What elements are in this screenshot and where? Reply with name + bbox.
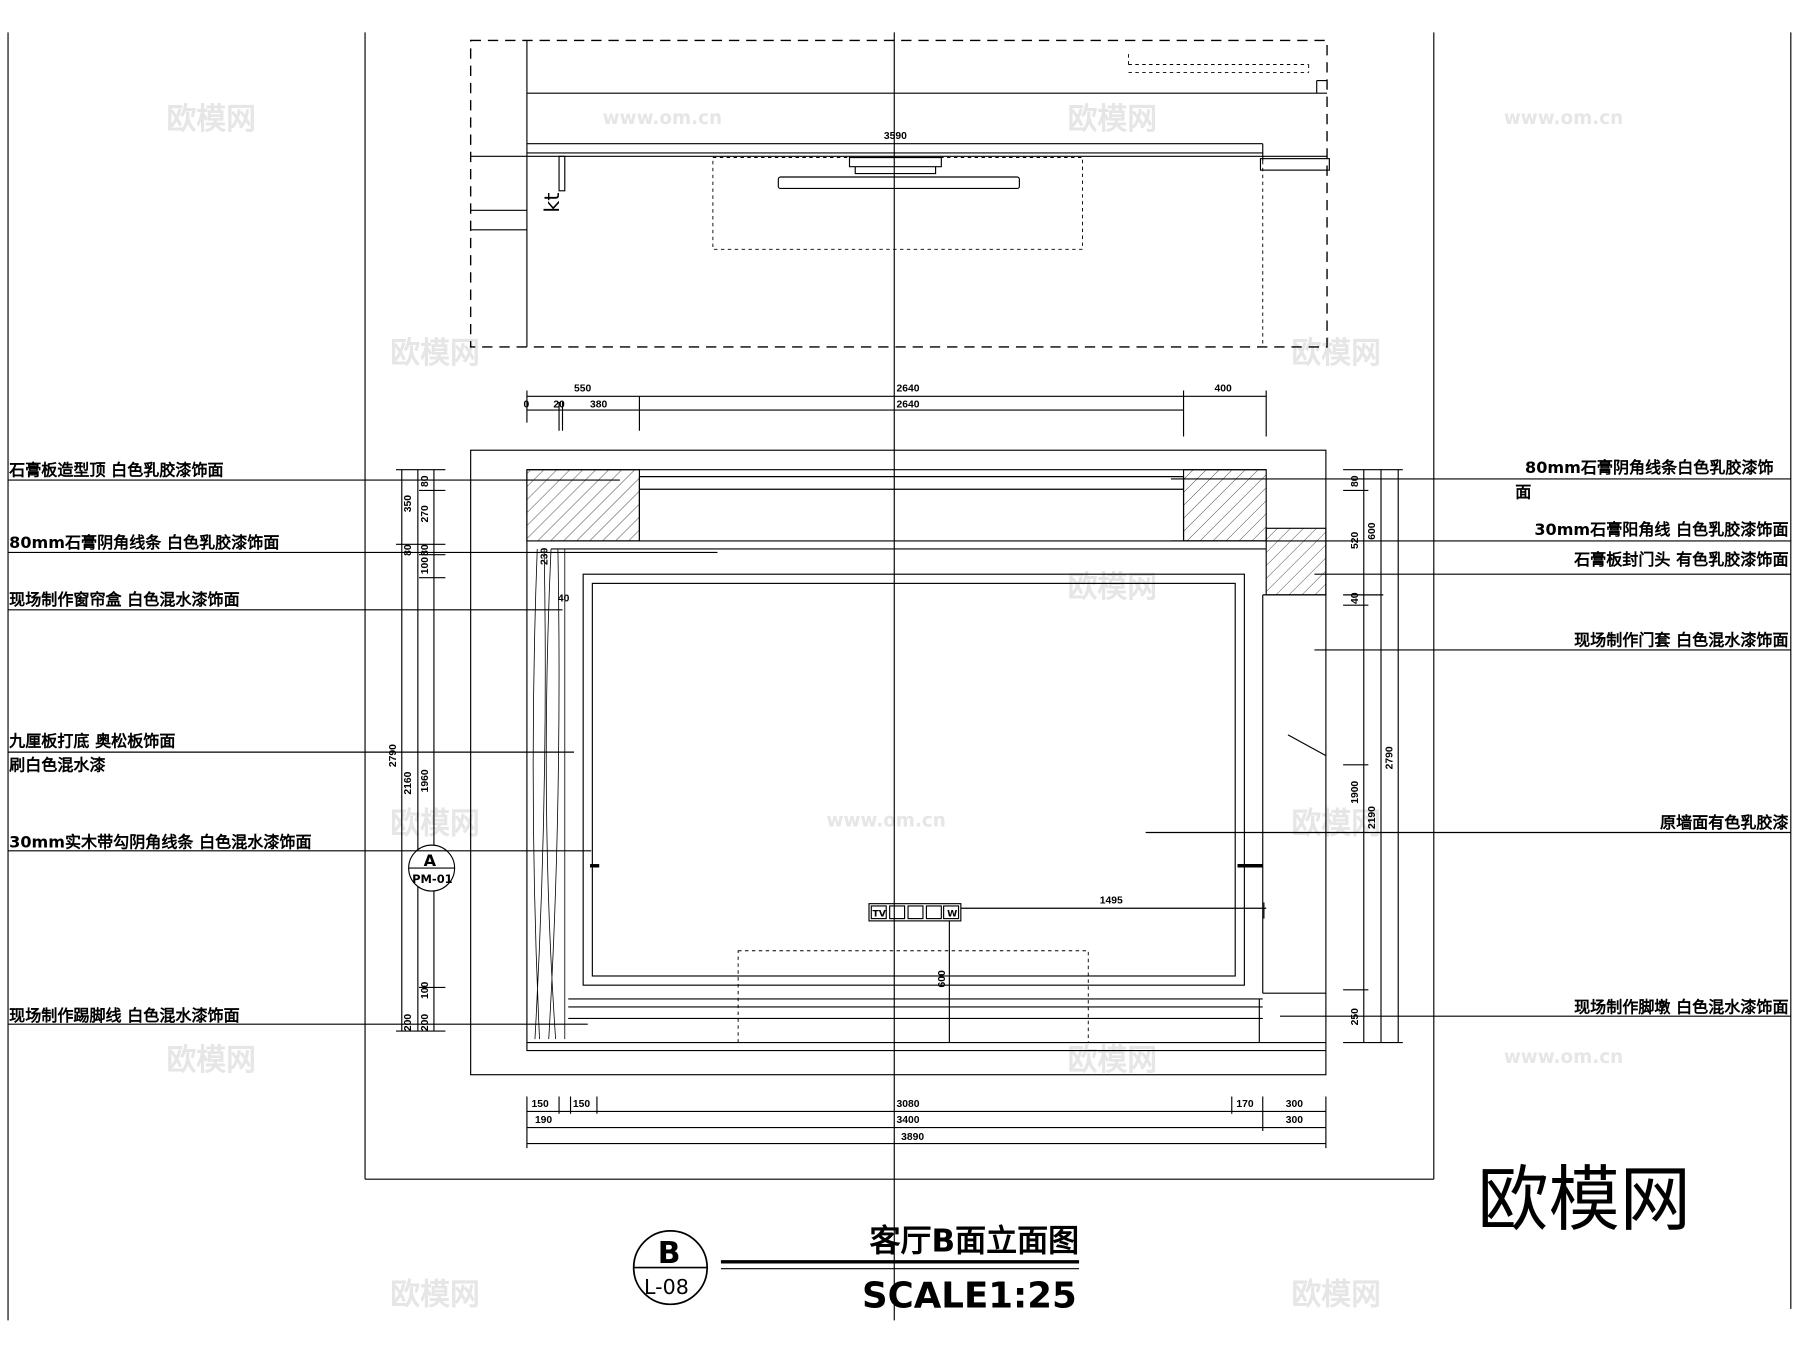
- dim: 300: [1286, 1099, 1303, 1110]
- plan-room-tag: kt: [540, 193, 564, 213]
- annotation: 30mm实木带勾阴角线条 白色混水漆饰面: [9, 832, 311, 851]
- watermark: 欧模网: [1068, 1043, 1157, 1078]
- dim: 190: [535, 1115, 552, 1126]
- annotation: 现场制作踢脚线 白色混水漆饰面: [9, 1006, 239, 1025]
- drawing-scale: SCALE1:25: [862, 1276, 1077, 1317]
- watermark-url: www.om.cn: [603, 108, 722, 129]
- dim-plan-width: 3590: [884, 131, 907, 142]
- watermark: 欧模网: [166, 102, 255, 137]
- annotation: 九厘板打底 奥松板饰面: [8, 731, 175, 750]
- dim: 80: [420, 544, 431, 556]
- dim: 300: [1286, 1115, 1303, 1126]
- dim: 80: [403, 544, 414, 556]
- watermark-url: www.om.cn: [1504, 108, 1623, 129]
- annotation: 30mm石膏阳角线 白色乳胶漆饰面: [1534, 520, 1788, 539]
- dim: 20: [553, 400, 565, 411]
- dim: 100: [420, 557, 431, 574]
- bottom-dimensions: 150 150 3080 170 300 190 3400 300 3890: [526, 1096, 1327, 1149]
- watermark: 欧模网: [390, 336, 479, 371]
- dim: 520: [1350, 531, 1361, 548]
- wall-elevation: TV W 1495 600 230 40: [470, 449, 1327, 1076]
- dim-socket-height: 600: [937, 970, 948, 987]
- dim: 3080: [897, 1099, 920, 1110]
- wall-panel: [591, 582, 1236, 977]
- drawing-title: 客厅B面立面图: [870, 1223, 1080, 1259]
- title-block: B L-08 客厅B面立面图 SCALE1:25: [632, 1223, 1080, 1317]
- sofa-plan: [777, 176, 1020, 190]
- dim: 550: [574, 384, 591, 395]
- annotation: 现场制作窗帘盒 白色混水漆饰面: [9, 590, 239, 609]
- dim: 380: [590, 400, 607, 411]
- annotation: 原墙面有色乳胶漆: [1660, 813, 1788, 832]
- dim: 1900: [1350, 781, 1361, 804]
- watermark: 欧模网: [166, 1043, 255, 1078]
- dim-socket-offset: 1495: [1100, 896, 1123, 907]
- dim: 2790: [388, 744, 399, 767]
- right-dimensions: 80 520 40 1900 250 600 2190 2790: [1343, 469, 1403, 1044]
- dim: 200: [403, 1014, 414, 1031]
- annotation: 刷白色混水漆: [9, 756, 105, 775]
- dim: 3890: [901, 1132, 924, 1143]
- dim: 2160: [403, 771, 414, 794]
- watermark: 欧模网: [1291, 807, 1380, 842]
- sheet-number: L-08: [644, 1275, 689, 1299]
- dim: 2640: [897, 400, 920, 411]
- dim: 150: [532, 1099, 549, 1110]
- annotation: 现场制作门套 白色混水漆饰面: [1574, 630, 1788, 649]
- dim: 80: [420, 475, 431, 487]
- detail-marker: A PM-01: [408, 844, 456, 892]
- dim: 2790: [1384, 746, 1395, 769]
- dim: 170: [1236, 1099, 1253, 1110]
- detail-letter: A: [424, 851, 437, 870]
- annotation: 石膏板封门头 有色乳胶漆饰面: [1573, 550, 1788, 569]
- annotation: 80mm石膏阴角线条白色乳胶漆饰: [1525, 458, 1774, 477]
- watermark-url: www.om.cn: [1504, 1047, 1623, 1068]
- tv-socket-icon: TV: [872, 908, 886, 919]
- watermark: 欧模网: [1291, 336, 1380, 371]
- dim: 3400: [897, 1115, 920, 1126]
- dim: 600: [1367, 522, 1378, 539]
- detail-ref: PM-01: [412, 872, 453, 886]
- annotation: 面: [1515, 482, 1531, 501]
- dim: 1960: [420, 769, 431, 792]
- dim: 150: [573, 1099, 590, 1110]
- annotation: 现场制作脚墩 白色混水漆饰面: [1574, 998, 1788, 1017]
- dim: 350: [403, 495, 414, 512]
- dim: 200: [420, 1014, 431, 1031]
- section-letter: B: [658, 1236, 681, 1271]
- dim: 230: [540, 548, 551, 565]
- watermark: 欧模网: [1291, 1277, 1380, 1312]
- watermark-url: www.om.cn: [827, 811, 946, 832]
- watermark: 欧模网: [390, 807, 479, 842]
- dim: 80: [1350, 475, 1361, 487]
- dim: 2190: [1367, 806, 1378, 829]
- watermarks: 欧模网 www.om.cn 欧模网 www.om.cn 欧模网 欧模网 欧模网 …: [166, 102, 1623, 1313]
- dim: 40: [558, 594, 570, 605]
- frame: [7, 32, 1792, 1321]
- dim: 270: [420, 505, 431, 522]
- ceiling-plan: 3590 kt: [469, 39, 1330, 348]
- dim: 100: [420, 981, 431, 998]
- dim: 400: [1215, 384, 1232, 395]
- annotation: 石膏板造型顶 白色乳胶漆饰面: [8, 460, 223, 479]
- socket-panel: TV W: [868, 903, 962, 922]
- watermark: 欧模网: [1068, 102, 1157, 137]
- left-annotations: 石膏板造型顶 白色乳胶漆饰面 80mm石膏阴角线条 白色乳胶漆饰面 现场制作窗帘…: [8, 460, 718, 1025]
- right-annotations: 80mm石膏阴角线条白色乳胶漆饰 面 30mm石膏阳角线 白色乳胶漆饰面 石膏板…: [1145, 458, 1791, 1017]
- brand-watermark: 欧模网: [1477, 1158, 1690, 1241]
- dim: 40: [1350, 592, 1361, 604]
- dim: 0: [523, 400, 529, 411]
- left-dimensions: 350 80 2790 200 2160 80 270 80 100 1960 …: [388, 469, 456, 1032]
- top-dimensions: 550 2640 400 0 20 380 2640: [523, 384, 1267, 437]
- watermark: 欧模网: [1068, 570, 1157, 605]
- network-socket-icon: W: [947, 908, 957, 919]
- annotation: 80mm石膏阴角线条 白色乳胶漆饰面: [9, 533, 279, 552]
- watermark: 欧模网: [390, 1277, 479, 1312]
- dim: 2640: [897, 384, 920, 395]
